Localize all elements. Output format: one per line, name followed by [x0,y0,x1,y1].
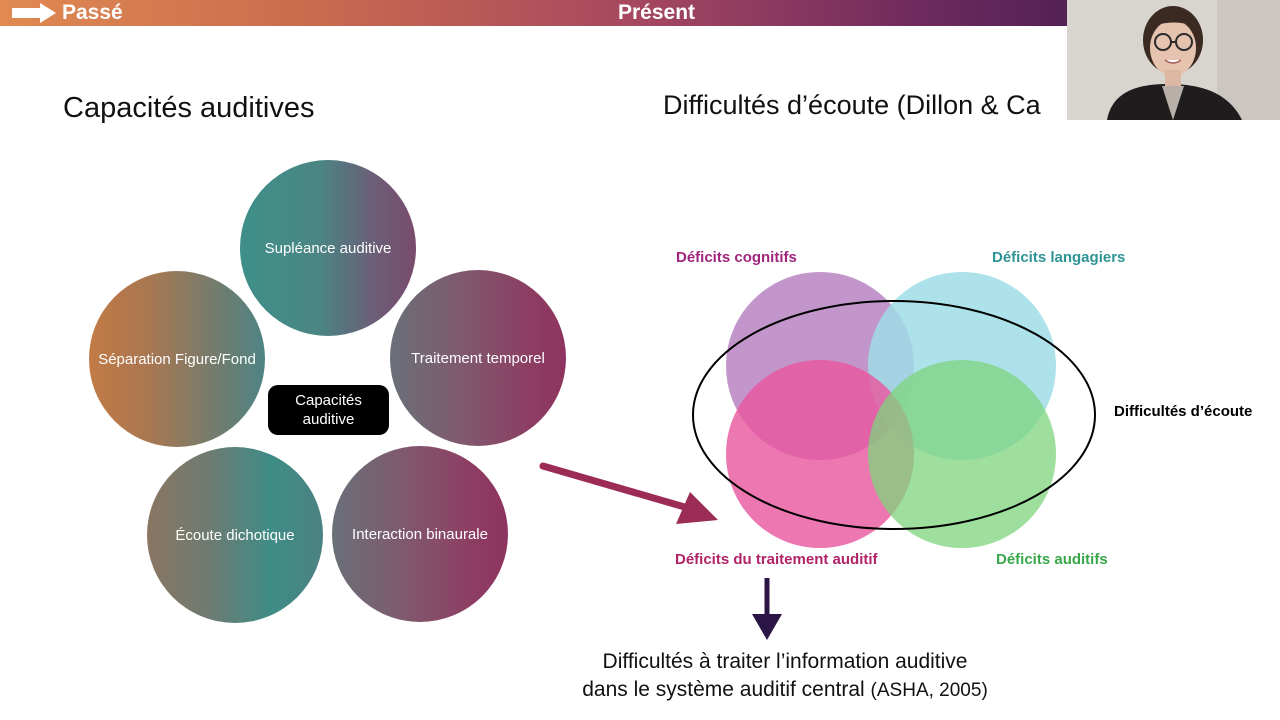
present-label: Présent [618,1,696,24]
conclusion-line-2: dans le système auditif central (ASHA, 2… [540,676,1030,705]
venn-shapes [692,272,1096,548]
ellipse-listening [692,300,1096,530]
down-arrow-icon [752,578,782,640]
circle-label: Séparation Figure/Fond [98,350,256,368]
circle-label: Interaction binaurale [352,525,488,543]
conclusion-line-2-text: dans le système auditif central [582,678,865,701]
label-language: Déficits langagiers [992,249,1126,266]
venn-diagram: Déficits cognitifs Déficits langagiers D… [640,230,1280,590]
presenter-avatar-icon [1067,0,1280,120]
conclusion-line-1: Difficultés à traiter l’information audi… [602,650,968,673]
label-listening: Difficultés d’écoute [1114,403,1253,420]
past-label: Passé [62,1,123,24]
circle-temporel: Traitement temporel [390,270,566,446]
label-auditory: Déficits auditifs [996,551,1108,568]
diagonal-arrow-icon [539,462,718,524]
circle-label: Écoute dichotique [175,526,295,544]
right-heading: Difficultés d’écoute (Dillon & Ca [663,90,1041,120]
circle-supleance: Supléance auditive [240,160,416,336]
left-heading: Capacités auditives [63,92,315,124]
center-label: Capacités auditive [295,392,362,428]
label-cognitive: Déficits cognitifs [676,249,797,266]
right-arrow-icon [12,3,56,23]
circle-binaurale: Interaction binaurale [332,446,508,622]
circle-separation: Séparation Figure/Fond [89,271,265,447]
label-auditory-processing: Déficits du traitement auditif [675,551,878,568]
circle-auditory-processing [726,360,914,548]
circle-label: Supléance auditive [264,239,392,257]
circle-dichotique: Écoute dichotique [147,447,323,623]
center-label-box: Capacités auditive [268,385,389,435]
circle-auditory [868,360,1056,548]
timeline-bar: Passé Présent [0,0,1280,26]
citation: (ASHA, 2005) [870,680,988,701]
circle-label: Traitement temporel [411,349,545,367]
presenter-video [1067,0,1280,120]
conclusion-text: Difficultés à traiter l’information audi… [540,648,1030,705]
